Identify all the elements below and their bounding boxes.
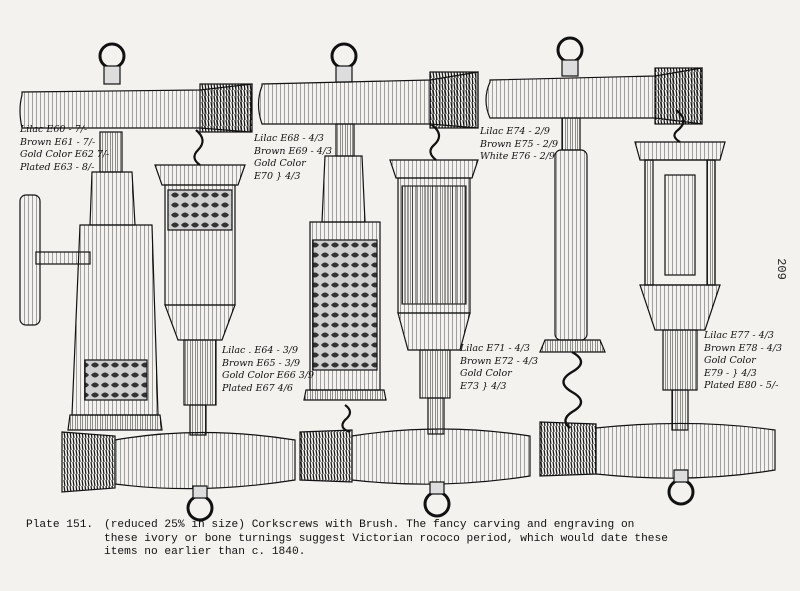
caption-line: items no earlier than c. 1840. [104,546,306,558]
price-line: Gold Color E66 3/9 [222,370,315,381]
price-line: Brown E65 - 3/9 [222,357,301,369]
corkscrew-e71 [299,124,531,518]
plate-caption: Plate 151. (reduced 25% in size) Corkscr… [26,519,786,560]
caption-text: (reduced 25% in size) Corkscrews with Br… [104,519,786,560]
price-line: Brown E78 - 4/3 [704,342,783,354]
corkscrew-e64 [61,129,296,522]
price-line: Brown E61 - 7/- [20,136,96,148]
price-line: Gold Color [704,355,756,366]
price-line: Plated E80 - 5/- [704,380,779,391]
corkscrew-e68 [257,42,479,434]
price-line: Lilac E68 - 4/3 [254,133,324,144]
price-line: Brown E69 - 4/3 [254,145,333,157]
price-label-e74: Lilac E74 - 2/9 Brown E75 - 2/9 White E7… [480,126,558,164]
price-label-e77: Lilac E77 - 4/3 Brown E78 - 4/3 Gold Col… [704,330,782,393]
price-line: Lilac E71 - 4/3 [460,343,530,354]
corkscrew-e60 [19,42,253,431]
caption-line: (reduced 25% in size) Corkscrews with Br… [104,519,635,531]
price-line: E79 - } 4/3 [704,367,757,379]
price-line: Lilac E74 - 2/9 [480,126,550,137]
price-line: White E76 - 2/9 [480,151,555,162]
price-line: E70 } 4/3 [254,170,301,182]
price-line: Brown E72 - 4/3 [460,355,539,367]
price-label-e64: Lilac . E64 - 3/9 Brown E65 - 3/9 Gold C… [222,345,314,395]
price-label-e68: Lilac E68 - 4/3 Brown E69 - 4/3 Gold Col… [254,133,332,183]
price-line: Lilac E60 - 7/- [20,124,88,135]
corkscrew-e77 [539,109,776,506]
price-line: Gold Color [254,158,306,169]
price-line: Brown E75 - 2/9 [480,138,559,150]
price-label-e60: Lilac E60 - 7/- Brown E61 - 7/- Gold Col… [20,124,109,174]
price-line: Gold Color E62 7/- [20,149,110,160]
price-line: E73 } 4/3 [460,380,507,392]
corkscrew-e74 [485,36,703,429]
caption-line: these ivory or bone turnings suggest Vic… [104,532,668,545]
price-line: Gold Color [460,368,512,379]
price-line: Lilac . E64 - 3/9 [222,345,298,356]
page-number: 209 [773,258,788,280]
price-label-e71: Lilac E71 - 4/3 Brown E72 - 4/3 Gold Col… [460,343,538,393]
price-line: Plated E63 - 8/- [20,161,95,173]
plate-number: Plate 151. [26,519,94,531]
price-line: Lilac E77 - 4/3 [704,330,774,341]
price-line: Plated E67 4/6 [222,382,293,394]
